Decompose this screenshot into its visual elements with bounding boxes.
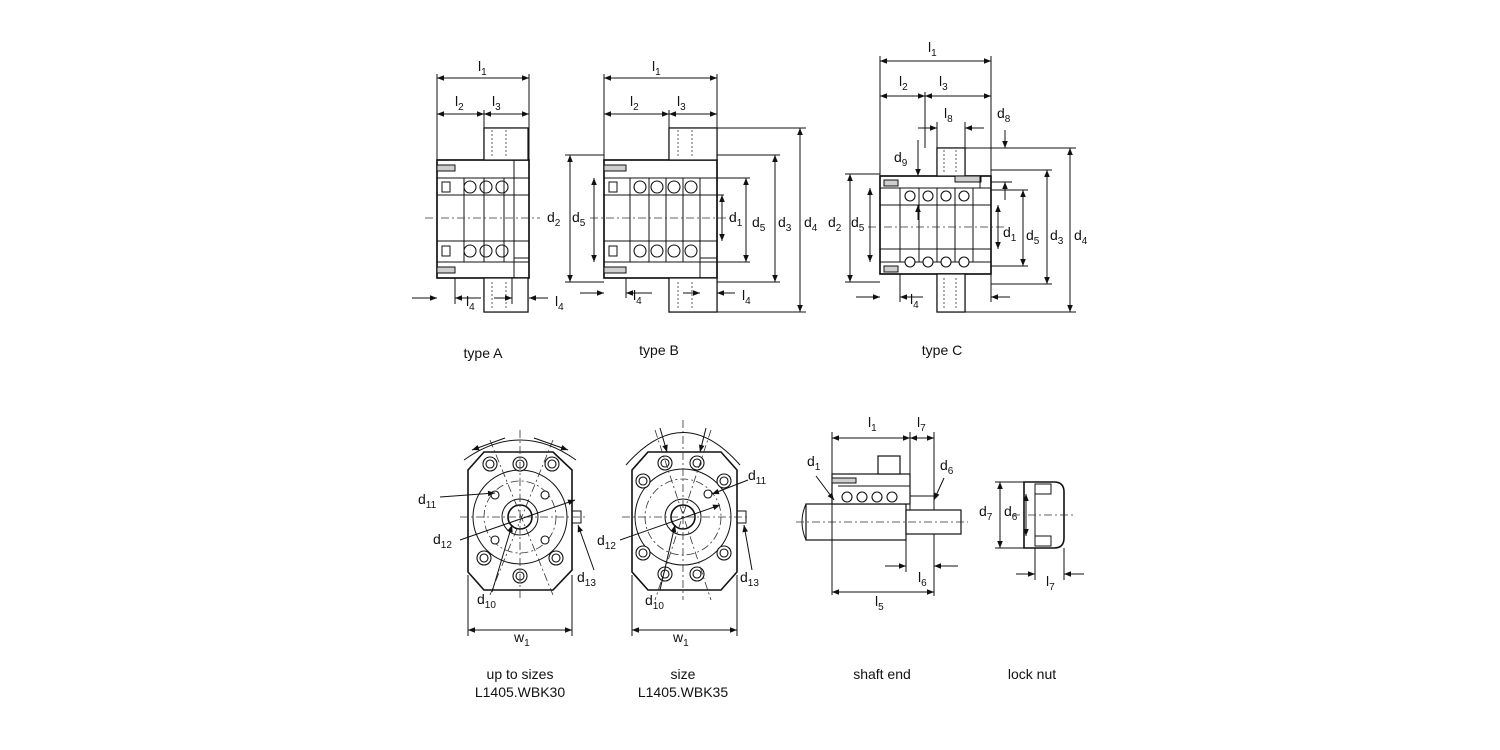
type-b-dimensions <box>565 74 806 313</box>
type-a-dimensions <box>412 74 548 304</box>
label-type-a-l4-right: l4 <box>555 293 564 313</box>
label-front-small-d10: d10 <box>477 591 496 611</box>
label-type-c-l2: l2 <box>899 73 908 93</box>
label-type-a-l1: l1 <box>478 58 487 78</box>
label-type-c-d1: d1 <box>1003 224 1017 244</box>
label-type-c-l3: l3 <box>939 73 948 93</box>
label-type-a-l3: l3 <box>492 93 501 113</box>
label-locknut-d6: d6 <box>1004 503 1018 523</box>
label-type-b-l2: l2 <box>630 93 639 113</box>
type-c-section <box>868 147 1004 313</box>
label-type-a-d2: d2 <box>547 209 561 229</box>
caption-front-large-line2: L1405.WBK35 <box>638 684 728 700</box>
caption-shaft-end: shaft end <box>853 666 911 682</box>
label-front-large-d11: d11 <box>748 467 767 487</box>
label-shaft-l6: l6 <box>918 569 927 589</box>
captions: type A type B type C up to sizes L1405.W… <box>464 342 1057 700</box>
label-type-c-l1: l1 <box>928 39 937 59</box>
label-front-large-d10: d10 <box>645 592 664 612</box>
label-type-b-d5-left: d5 <box>572 209 586 229</box>
label-type-a-l2: l2 <box>455 93 464 113</box>
lock-nut-view <box>995 481 1084 580</box>
label-type-c-d2: d2 <box>828 214 842 234</box>
type-a-section <box>425 127 540 313</box>
label-type-b-d1: d1 <box>729 209 743 229</box>
caption-front-small-line1: up to sizes <box>487 666 554 682</box>
label-type-b-l4-right: l4 <box>742 287 751 307</box>
label-type-a-l4-left: l4 <box>466 293 475 313</box>
label-front-small-d12: d12 <box>433 531 452 551</box>
dimension-labels: l1 l2 l3 l4 l4 d2 l1 l2 l3 l4 l4 d5 d1 d… <box>418 39 1088 649</box>
label-shaft-d6: d6 <box>940 457 954 477</box>
label-locknut-l7: l7 <box>1046 573 1055 593</box>
label-locknut-d7: d7 <box>979 503 993 523</box>
label-front-small-w1: w1 <box>513 629 530 649</box>
label-type-c-d9: d9 <box>894 149 908 169</box>
label-shaft-l1: l1 <box>868 414 877 434</box>
caption-type-b: type B <box>639 342 679 358</box>
label-type-c-d4: d4 <box>1074 227 1088 247</box>
caption-front-small-line2: L1405.WBK30 <box>475 684 565 700</box>
label-type-c-l4: l4 <box>910 291 919 311</box>
caption-lock-nut: lock nut <box>1008 666 1056 682</box>
label-front-large-w1: w1 <box>672 629 689 649</box>
type-b-section <box>590 127 735 313</box>
label-shaft-d1: d1 <box>807 453 821 473</box>
label-type-c-l8: l8 <box>944 105 953 125</box>
label-shaft-l7: l7 <box>917 414 926 434</box>
label-type-b-d4: d4 <box>804 214 818 234</box>
label-type-b-d3: d3 <box>778 214 792 234</box>
front-view-large <box>619 420 753 636</box>
label-front-small-d13: d13 <box>577 569 596 589</box>
label-shaft-l5: l5 <box>875 593 884 613</box>
label-front-large-d12: d12 <box>597 532 616 552</box>
label-front-large-d13: d13 <box>740 569 759 589</box>
type-c-dimensions <box>845 56 1076 313</box>
caption-front-large-line1: size <box>671 666 696 682</box>
front-view-small <box>439 430 595 636</box>
label-front-small-d11: d11 <box>418 491 437 511</box>
caption-type-c: type C <box>922 342 962 358</box>
caption-type-a: type A <box>464 345 504 361</box>
label-type-b-l4-left: l4 <box>633 287 642 307</box>
label-type-c-d5-right: d5 <box>1026 227 1040 247</box>
label-type-b-l1: l1 <box>652 58 661 78</box>
label-type-b-d5-right: d5 <box>752 214 766 234</box>
label-type-b-l3: l3 <box>677 93 686 113</box>
label-type-c-d8: d8 <box>997 105 1011 125</box>
label-type-c-d3: d3 <box>1050 227 1064 247</box>
shaft-end-view <box>796 432 968 596</box>
label-type-c-d5-left: d5 <box>851 214 865 234</box>
